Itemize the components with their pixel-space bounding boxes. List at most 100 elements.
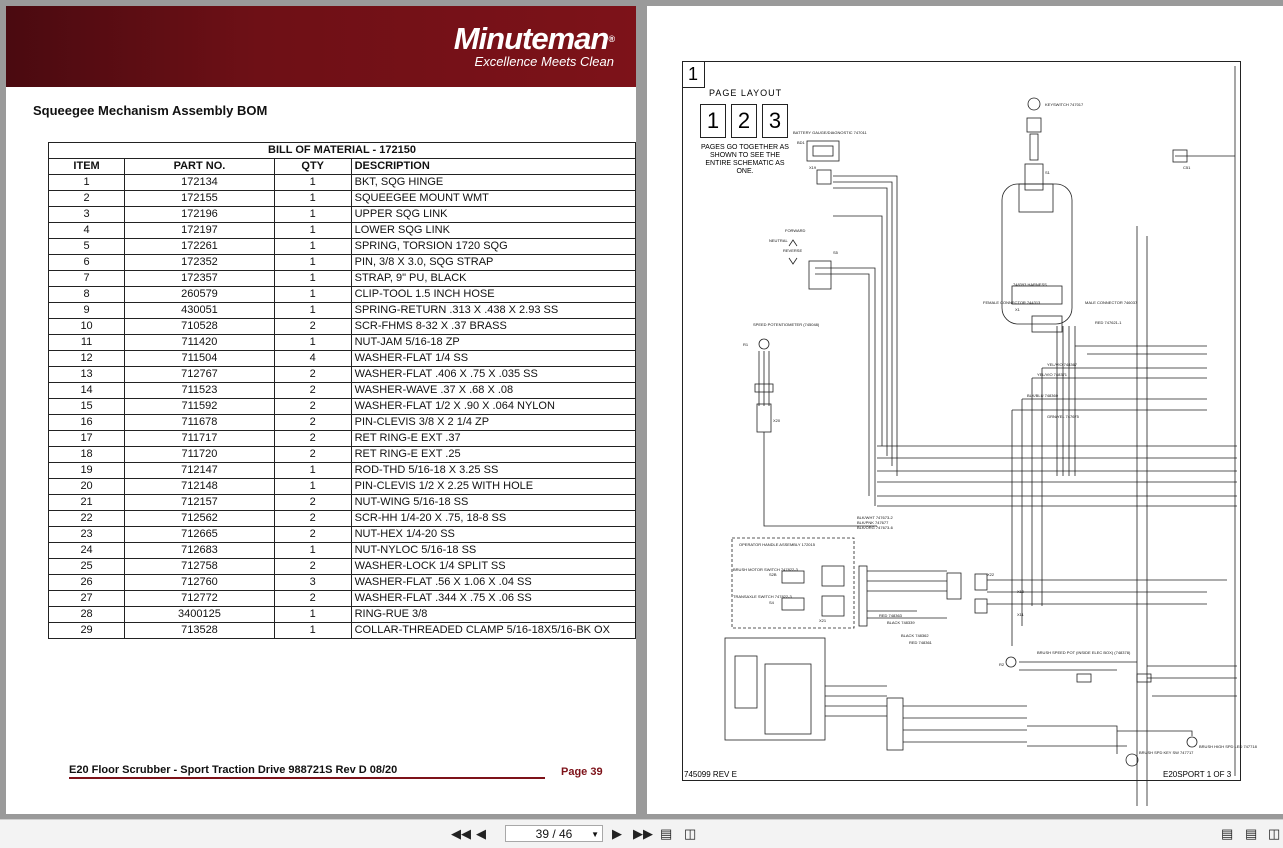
bom-cell-description: WASHER-FLAT .406 X .75 X .035 SS [350,366,637,383]
label-wire-yel2: YEL/VIO 748371 [1037,372,1068,377]
schematic-drawing-number: 745099 REV E [684,770,737,779]
bom-cell-qty: 2 [273,494,352,511]
continuous-view-icon[interactable]: ▤ [1245,826,1258,841]
label-wire-red2: RED 748363 [879,613,903,618]
bom-cell-part-no: 711678 [124,414,275,431]
label-forward: FORWARD [785,228,806,233]
single-page-view-icon[interactable]: ▤ [1221,826,1234,841]
bom-cell-part-no: 712157 [124,494,275,511]
bom-cell-part-no: 711720 [124,446,275,463]
bom-cell-qty: 1 [273,206,352,223]
bom-cell-part-no: 712772 [124,590,275,607]
label-wire-red: RED 747621-1 [1095,320,1122,325]
bom-cell-description: WASHER-FLAT .56 X 1.06 X .04 SS [350,574,637,591]
col-header-part-no: PART NO. [124,158,275,175]
label-wire-blkwht: BLK/WHT 747673-2 [857,515,893,520]
header-banner: Minuteman® Excellence Meets Clean [6,6,636,87]
bom-cell-description: SCR-HH 1/4-20 X .75, 18-8 SS [350,510,637,527]
bom-cell-part-no: 711523 [124,382,275,399]
label-s1: S1 [1045,170,1051,175]
bom-cell-item: 17 [47,430,126,447]
label-x1: X1 [1015,307,1021,312]
bom-cell-part-no: 711420 [124,334,275,351]
bom-cell-description: SCR-FHMS 8-32 X .37 BRASS [350,318,637,335]
next-page-icon[interactable]: ▶ [612,826,622,841]
bom-cell-part-no: 712665 [124,526,275,543]
label-wire-blkpnk: BLK/PNK 747677 [857,520,889,525]
bom-cell-item: 9 [47,302,126,319]
document-page-39: Minuteman® Excellence Meets Clean Squeeg… [6,6,637,814]
fit-page-icon[interactable]: ▤ [660,826,673,841]
schematic-frame [682,61,1241,781]
bom-cell-item: 16 [47,414,126,431]
motor-controller-symbol [724,637,826,741]
speed-potentiometer-symbol [758,338,770,350]
bom-cell-item: 10 [47,318,126,335]
bom-cell-part-no: 260579 [124,286,275,303]
section-title: Squeegee Mechanism Assembly BOM [33,103,268,118]
bom-cell-item: 18 [47,446,126,463]
bom-cell-qty: 1 [273,622,352,639]
label-wire-grn: GRN/YEL 747675 [1047,414,1080,419]
bom-cell-part-no: 710528 [124,318,275,335]
bom-cell-part-no: 172196 [124,206,275,223]
footer-document-title: E20 Floor Scrubber - Sport Traction Driv… [69,764,398,776]
previous-page-icon[interactable]: ◀ [476,826,486,841]
bom-cell-description: PIN-CLEVIS 1/2 X 2.25 WITH HOLE [350,478,637,495]
bom-cell-qty: 2 [273,366,352,383]
charger-socket-c51 [1172,149,1188,163]
bom-cell-item: 24 [47,542,126,559]
logo-wordmark: Minuteman [453,21,610,56]
last-page-icon[interactable]: ▶▶ [633,826,653,841]
bom-cell-item: 5 [47,238,126,255]
page-number-select[interactable]: 39 / 46 ▼ [505,825,603,842]
bom-cell-qty: 1 [273,254,352,271]
viewer-toolbar: ◀◀ ◀ 39 / 46 ▼ ▶ ▶▶ ▤ ◫ ▤ ▤ ◫ [0,819,1283,848]
label-x10: X10 [1017,589,1025,594]
label-male-connector: MALE CONNECTOR 746037 [1085,300,1138,305]
bom-cell-qty: 2 [273,398,352,415]
label-keyswitch: KEYSWITCH 747017 [1045,102,1084,107]
label-x20: X20 [773,418,781,423]
page-layout-label: PAGE LAYOUT [709,88,783,98]
bom-cell-item: 27 [47,590,126,607]
bom-cell-item: 4 [47,222,126,239]
document-page-40-schematic: 1 PAGE LAYOUT 1 2 3 PAGES GO TOGETHER AS… [647,6,1283,814]
bom-cell-part-no: 712767 [124,366,275,383]
bom-cell-qty: 2 [273,318,352,335]
two-page-view-icon[interactable]: ◫ [1268,826,1281,841]
col-header-item: ITEM [47,158,126,175]
bom-cell-part-no: 172155 [124,190,275,207]
keyswitch-symbol [1027,97,1041,111]
bom-cell-qty: 1 [273,462,352,479]
bom-cell-description: BKT, SQG HINGE [350,174,637,191]
bom-cell-description: STRAP, 9" PU, BLACK [350,270,637,287]
bom-cell-description: NUT-WING 5/16-18 SS [350,494,637,511]
label-r2: R2 [999,662,1005,667]
bom-cell-qty: 1 [273,606,352,623]
schematic-sheet-number: 1 [682,61,705,88]
label-harness: 748393 HARNESS [1013,282,1047,287]
chevron-down-icon: ▼ [591,830,599,839]
label-battery-gauge: BATTERY GAUGE/DIAGNOSTIC 747011 [793,130,868,135]
first-page-icon[interactable]: ◀◀ [451,826,471,841]
bom-cell-description: RING-RUE 3/8 [350,606,637,623]
bom-cell-description: RET RING-E EXT .37 [350,430,637,447]
fit-width-icon[interactable]: ◫ [684,826,697,841]
bom-title: BILL OF MATERIAL - 172150 [48,142,636,159]
logo-tagline: Excellence Meets Clean [474,54,614,69]
label-transaxle-switch: TRANSAXLE SWITCH 747822-3 [733,594,792,599]
bom-cell-part-no: 172134 [124,174,275,191]
